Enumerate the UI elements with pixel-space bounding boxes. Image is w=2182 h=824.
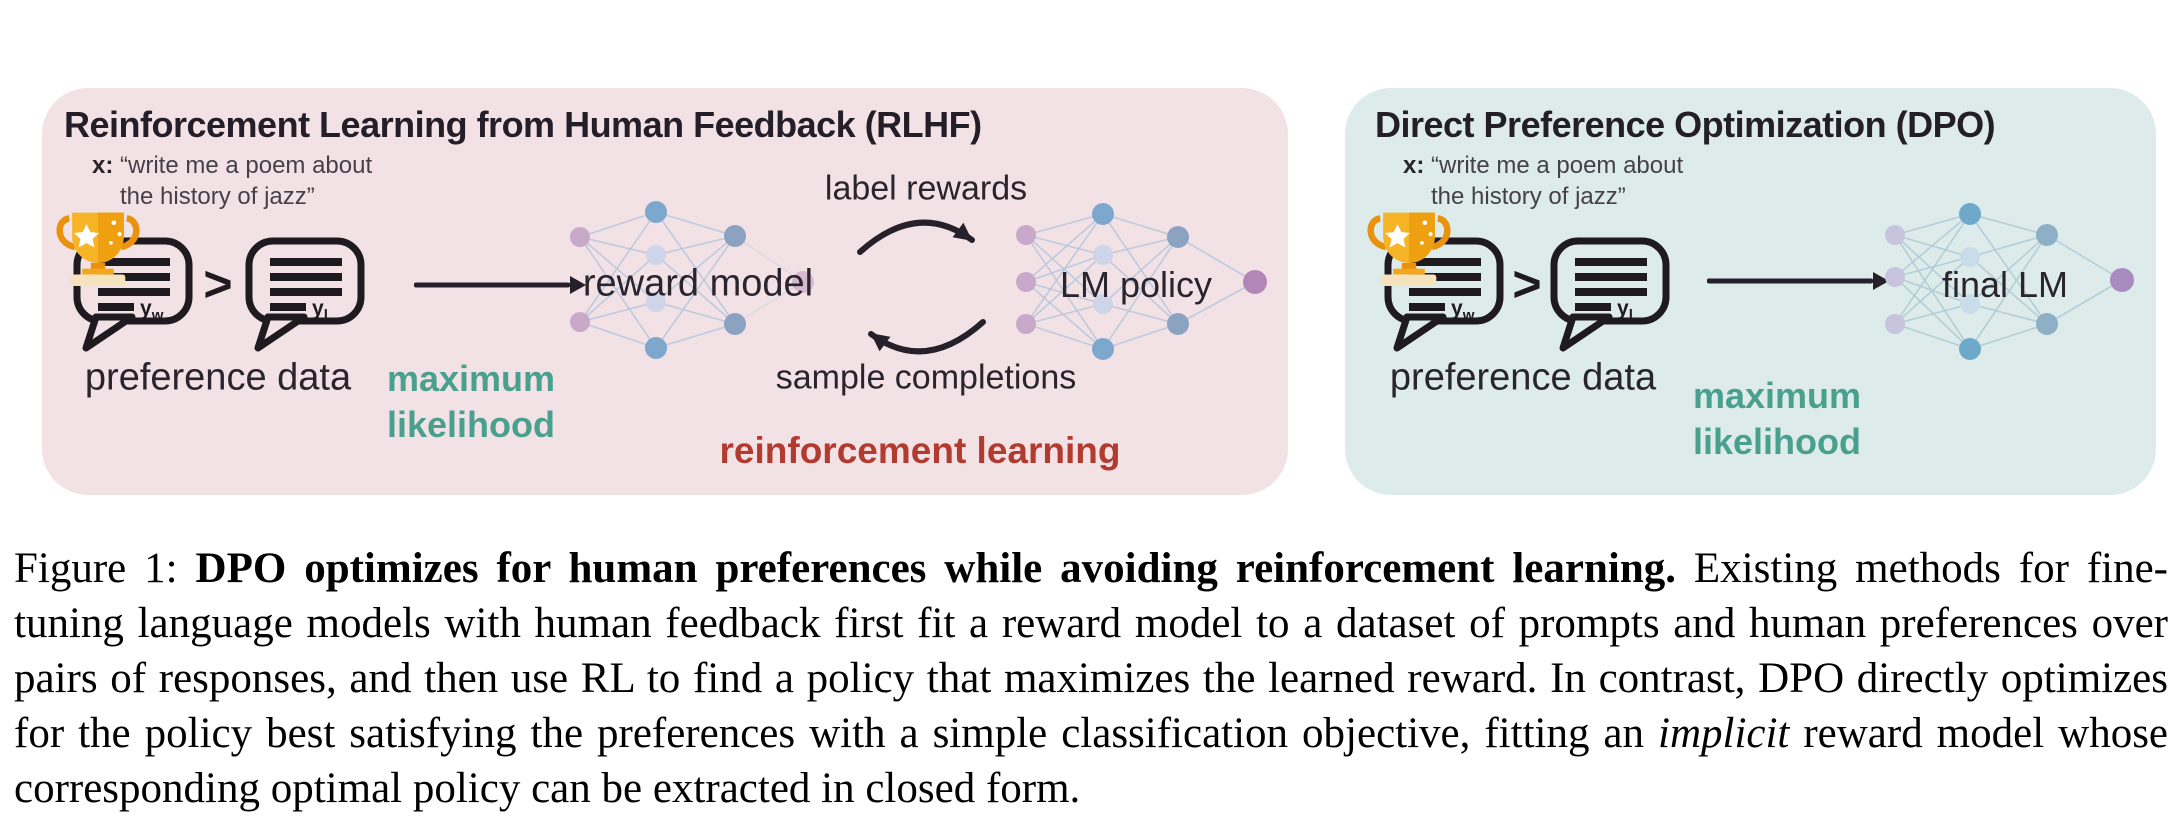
final-lm-label: final LM: [1941, 264, 2069, 305]
rlhf-title: Reinforcement Learning from Human Feedba…: [64, 104, 982, 145]
caption-italic-word: implicit: [1658, 710, 1790, 757]
trophy-icon: [56, 212, 140, 286]
final-lm-network: [1885, 203, 2134, 360]
cycle-arrow-bottom-icon: [868, 319, 986, 355]
caption-prefix: Figure 1:: [14, 545, 196, 592]
dpo-title: Direct Preference Optimization (DPO): [1375, 104, 1996, 145]
winner-response-label: yw: [1451, 297, 1475, 324]
prompt-line-1: x: “write me a poem about: [1403, 152, 1684, 179]
bubble-text-lines: [1575, 258, 1647, 311]
lm-policy-network: [1016, 203, 1267, 360]
bubble-text-lines: [270, 258, 342, 311]
greater-than-symbol: >: [1512, 256, 1542, 312]
rlhf-prompt: x: “write me a poem about the history of…: [92, 150, 372, 212]
caption-body-2: reward model whose corresponding optimal…: [14, 710, 2169, 812]
greater-than-symbol: >: [203, 256, 233, 312]
caption-bold-sentence: DPO optimizes for human preferences whil…: [195, 545, 1677, 592]
figure-caption: Figure 1: DPO optimizes for human prefer…: [14, 541, 2168, 816]
loser-response-label: yl: [1617, 297, 1633, 324]
flow-arrow-icon: [1707, 272, 1889, 290]
cycle-arrow-top-icon: [857, 219, 975, 255]
prompt-x-label: x:: [1403, 152, 1425, 179]
dpo-prompt: x: “write me a poem about the history of…: [1403, 150, 1683, 212]
sample-completions-label: sample completions: [775, 358, 1077, 397]
preference-data-label: preference data: [1389, 356, 1657, 399]
maximum-likelihood-label: maximum likelihood: [1692, 375, 1862, 462]
winner-response-label: yw: [140, 297, 164, 324]
trophy-icon: [1367, 212, 1451, 286]
loser-bubble-icon: yl: [1550, 237, 1670, 352]
reinforcement-learning-label: reinforcement learning: [719, 430, 1121, 471]
reward-model-network: [570, 201, 814, 359]
reward-model-label: reward model: [582, 262, 814, 305]
prompt-line-1: x: “write me a poem about: [92, 152, 373, 179]
prompt-x-label: x:: [92, 152, 114, 179]
caption-body: Existing methods for fine-tuning languag…: [14, 545, 2168, 757]
maximum-likelihood-label: maximum likelihood: [386, 358, 556, 445]
rlhf-panel: Reinforcement Learning from Human Feedba…: [42, 88, 1288, 495]
label-rewards-label: label rewards: [824, 169, 1028, 208]
bubble-text-lines: [98, 258, 170, 311]
flow-arrow-icon: [414, 276, 586, 294]
loser-response-label: yl: [312, 297, 328, 324]
loser-bubble-icon: yl: [245, 237, 365, 352]
prompt-line-2: the history of jazz”: [1431, 183, 1626, 210]
preference-data-label: preference data: [84, 356, 352, 399]
dpo-panel: Direct Preference Optimization (DPO) x: …: [1345, 88, 2156, 495]
lm-policy-label: LM policy: [1059, 264, 1213, 305]
bubble-text-lines: [1409, 258, 1481, 311]
prompt-line-2: the history of jazz”: [120, 183, 315, 210]
